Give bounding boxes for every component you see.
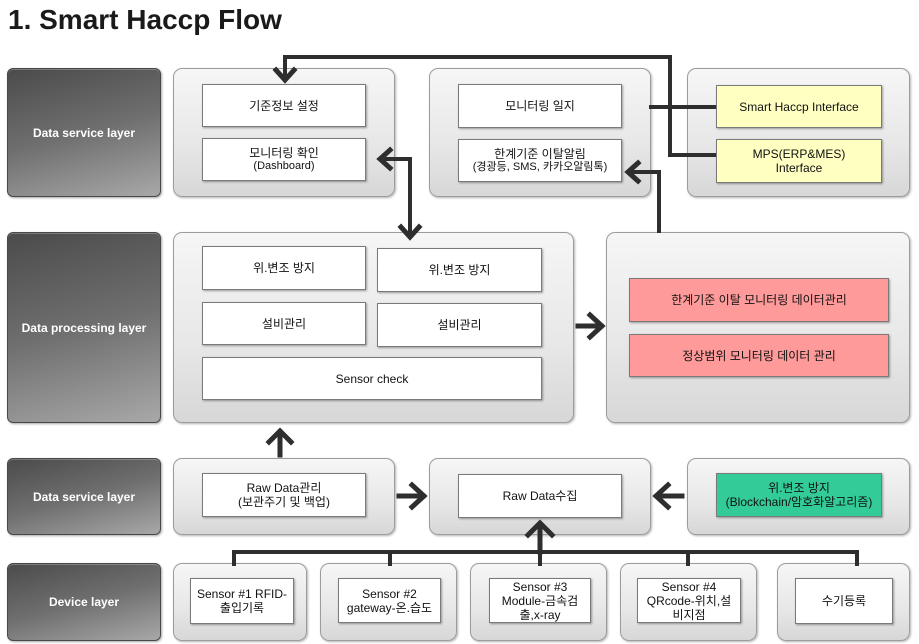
mps-interface-label: MPS(ERP&MES) <box>752 147 846 161</box>
layer-label-bottom-service: Data service layer <box>7 458 161 535</box>
device-panel-4: Sensor #4 QRcode-위치,설 비지점 <box>620 563 757 641</box>
equipment-label: 설비관리 <box>437 318 482 332</box>
equipment-box-right: 설비관리 <box>377 303 542 347</box>
limit-alert-label: 한계기준 이탈알림 <box>494 147 586 161</box>
sensor-2-line: gateway-온.습도 <box>346 600 433 615</box>
management-to-collection-arrowhead <box>408 481 428 511</box>
layer-label-text: Data service layer <box>32 125 136 140</box>
manual-entry-label: 수기등록 <box>821 594 867 608</box>
mps-interface-sublabel: Interface <box>775 161 823 175</box>
layer-label-device: Device layer <box>7 563 161 641</box>
limit-deviation-data-label: 한계기준 이탈 모니터링 데이터관리 <box>671 293 847 307</box>
layer-label-text: Device layer <box>48 595 120 609</box>
processing-module-panel: 위.변조 방지 위.변조 방지 설비관리 설비관리 Sensor check <box>173 232 574 423</box>
tamper-proof-box-right: 위.변조 방지 <box>377 248 542 292</box>
limit-alert-sublabel: (경광등, SMS, 카카오알림톡) <box>472 161 608 173</box>
raw-management-box: Raw Data관리 (보관주기 및 백업) <box>202 473 366 517</box>
sensor-3-box: Sensor #3 Module-금속검 출,x-ray <box>489 578 591 623</box>
normal-range-data-box: 정상범위 모니터링 데이터 관리 <box>629 334 889 377</box>
sensor-1-line: Sensor #1 RFID- <box>196 587 288 601</box>
criteria-panel: 기준정보 설정 모니터링 확인 (Dashboard) <box>173 68 395 197</box>
layer-label-text: Data service layer <box>32 489 136 504</box>
sensor-check-box: Sensor check <box>202 357 542 400</box>
integrity-label: 위.변조 방지 <box>768 481 830 495</box>
page-title: 1. Smart Haccp Flow <box>8 4 282 35</box>
manual-entry-box: 수기등록 <box>795 578 893 624</box>
raw-collection-box: Raw Data수집 <box>458 474 622 518</box>
sensor-4-line: 비지점 <box>672 607 706 622</box>
tamper-proof-label: 위.변조 방지 <box>253 261 315 275</box>
equipment-label: 설비관리 <box>261 316 307 331</box>
sensor-2-box: Sensor #2 gateway-온.습도 <box>338 578 441 623</box>
integrity-box: 위.변조 방지 (Blockchain/암호화알고리즘) <box>716 473 882 517</box>
sensor-3-line: Module-금속검 <box>501 593 579 608</box>
monitoring-log-label: 모니터링 일지 <box>505 99 575 113</box>
integrity-to-collection-arrowhead <box>652 481 672 511</box>
device-panel-5: 수기등록 <box>777 563 910 641</box>
sensor-1-box: Sensor #1 RFID- 출입기록 <box>190 578 294 624</box>
raw-management-label: Raw Data관리 <box>246 481 322 495</box>
haccp-interface-label: Smart Haccp Interface <box>739 99 859 114</box>
device-panel-2: Sensor #2 gateway-온.습도 <box>320 563 457 641</box>
device-panel-3: Sensor #3 Module-금속검 출,x-ray <box>470 563 607 641</box>
sensor-3-line: Sensor #3 <box>512 579 568 594</box>
integrity-panel: 위.변조 방지 (Blockchain/암호화알고리즘) <box>687 458 910 535</box>
dashboard-label: 모니터링 확인 <box>249 146 319 160</box>
raw-management-sublabel: (보관주기 및 백업) <box>238 495 330 509</box>
dashboard-sublabel: (Dashboard) <box>253 160 315 172</box>
processing-to-data-arrowhead <box>586 311 606 341</box>
criteria-setting-box: 기준정보 설정 <box>202 84 366 127</box>
sensor-4-line: Sensor #4 <box>661 579 717 594</box>
interface-panel: Smart Haccp Interface MPS(ERP&MES) Inter… <box>687 68 910 197</box>
sensor-3-line: 출,x-ray <box>519 607 561 622</box>
limit-deviation-data-box: 한계기준 이탈 모니터링 데이터관리 <box>629 278 889 322</box>
monitoring-log-box: 모니터링 일지 <box>458 84 622 128</box>
normal-range-data-label: 정상범위 모니터링 데이터 관리 <box>682 348 836 363</box>
sensor-check-label: Sensor check <box>335 371 409 386</box>
monitoring-panel: 모니터링 일지 한계기준 이탈알림 (경광등, SMS, 카카오알림톡) <box>429 68 651 197</box>
sensor-4-line: QRcode-위치,설 <box>646 593 732 608</box>
layer-label-processing: Data processing layer <box>7 232 161 423</box>
sensor-4-box: Sensor #4 QRcode-위치,설 비지점 <box>637 578 741 623</box>
raw-collection-panel: Raw Data수집 <box>429 458 651 535</box>
monitoring-data-panel: 한계기준 이탈 모니터링 데이터관리 정상범위 모니터링 데이터 관리 <box>606 232 910 423</box>
raw-to-processing-arrowhead <box>265 427 295 446</box>
criteria-setting-label: 기준정보 설정 <box>249 98 319 113</box>
equipment-box-left: 설비관리 <box>202 302 366 345</box>
tamper-proof-label: 위.변조 방지 <box>428 263 491 277</box>
dashboard-box: 모니터링 확인 (Dashboard) <box>202 138 366 181</box>
haccp-interface-box: Smart Haccp Interface <box>716 85 882 128</box>
mps-interface-box: MPS(ERP&MES) Interface <box>716 139 882 183</box>
layer-label-top-service: Data service layer <box>7 68 161 197</box>
device-panel-1: Sensor #1 RFID- 출입기록 <box>173 563 307 641</box>
raw-management-panel: Raw Data관리 (보관주기 및 백업) <box>173 458 395 535</box>
tamper-proof-box-left: 위.변조 방지 <box>202 246 366 290</box>
integrity-sublabel: (Blockchain/암호화알고리즘) <box>725 495 873 509</box>
sensor-2-line: Sensor #2 <box>362 586 417 601</box>
layer-label-text: Data processing layer <box>21 320 147 335</box>
limit-alert-box: 한계기준 이탈알림 (경광등, SMS, 카카오알림톡) <box>458 139 622 182</box>
sensor-1-line: 출입기록 <box>219 601 265 615</box>
raw-collection-label: Raw Data수집 <box>502 489 578 503</box>
